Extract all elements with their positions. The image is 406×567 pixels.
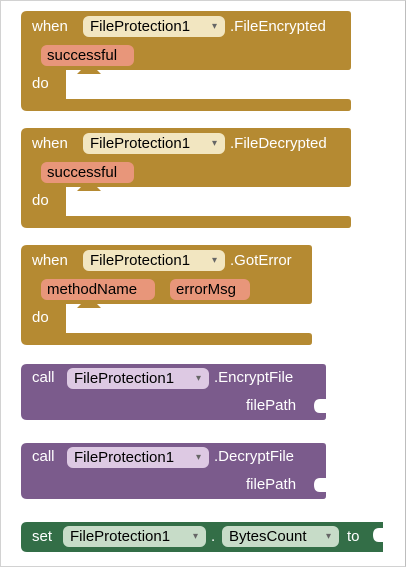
param-successful[interactable]: successful (41, 45, 134, 66)
param-errormsg[interactable]: errorMsg (170, 279, 250, 300)
component-dropdown[interactable]: FileProtection1 ▾ (83, 133, 225, 154)
property-name: BytesCount (229, 528, 307, 545)
dot-separator: . (211, 528, 216, 545)
event-name: .FileEncrypted (230, 18, 326, 35)
component-dropdown[interactable]: FileProtection1 ▾ (67, 447, 209, 468)
chevron-down-icon: ▾ (211, 138, 217, 149)
arg-label-filepath: filePath (246, 397, 297, 414)
chevron-down-icon: ▾ (211, 21, 217, 32)
call-block-encrypt-file[interactable]: call FileProtection1 ▾ .EncryptFile file… (21, 364, 326, 420)
setter-block-bytes-count[interactable]: set FileProtection1 ▾ . BytesCount ▾ to (21, 522, 383, 552)
component-dropdown[interactable]: FileProtection1 ▾ (83, 16, 225, 37)
when-label: when (32, 135, 68, 152)
component-name: FileProtection1 (90, 135, 191, 152)
when-label: when (32, 252, 68, 269)
when-label: when (32, 18, 68, 35)
do-label: do (32, 309, 49, 326)
chevron-down-icon: ▾ (325, 531, 331, 542)
method-name: .EncryptFile (214, 369, 294, 386)
arg-label-filepath: filePath (246, 476, 297, 493)
to-label: to (347, 528, 360, 545)
component-name: FileProtection1 (90, 252, 191, 269)
component-dropdown[interactable]: FileProtection1 ▾ (63, 526, 206, 547)
chevron-down-icon: ▾ (192, 531, 198, 542)
component-name: FileProtection1 (90, 18, 191, 35)
event-block-got-error[interactable]: when FileProtection1 ▾ .GotError methodN… (21, 245, 312, 345)
chevron-down-icon: ▾ (195, 373, 201, 384)
call-label: call (32, 369, 55, 386)
event-block-file-encrypted[interactable]: when FileProtection1 ▾ .FileEncrypted su… (21, 11, 351, 111)
chevron-down-icon: ▾ (195, 452, 201, 463)
param-methodname[interactable]: methodName (41, 279, 155, 300)
method-name: .DecryptFile (214, 448, 295, 465)
event-block-file-decrypted[interactable]: when FileProtection1 ▾ .FileDecrypted su… (21, 128, 351, 228)
chevron-down-icon: ▾ (211, 255, 217, 266)
call-label: call (32, 448, 55, 465)
event-name: .GotError (230, 252, 292, 269)
component-name: FileProtection1 (70, 528, 171, 545)
component-name: FileProtection1 (74, 370, 175, 387)
event-name: .FileDecrypted (230, 135, 327, 152)
param-successful[interactable]: successful (41, 162, 134, 183)
component-dropdown[interactable]: FileProtection1 ▾ (67, 368, 209, 389)
do-label: do (32, 192, 49, 209)
component-name: FileProtection1 (74, 449, 175, 466)
property-dropdown[interactable]: BytesCount ▾ (222, 526, 339, 547)
set-label: set (32, 528, 53, 545)
component-dropdown[interactable]: FileProtection1 ▾ (83, 250, 225, 271)
call-block-decrypt-file[interactable]: call FileProtection1 ▾ .DecryptFile file… (21, 443, 326, 499)
do-label: do (32, 75, 49, 92)
